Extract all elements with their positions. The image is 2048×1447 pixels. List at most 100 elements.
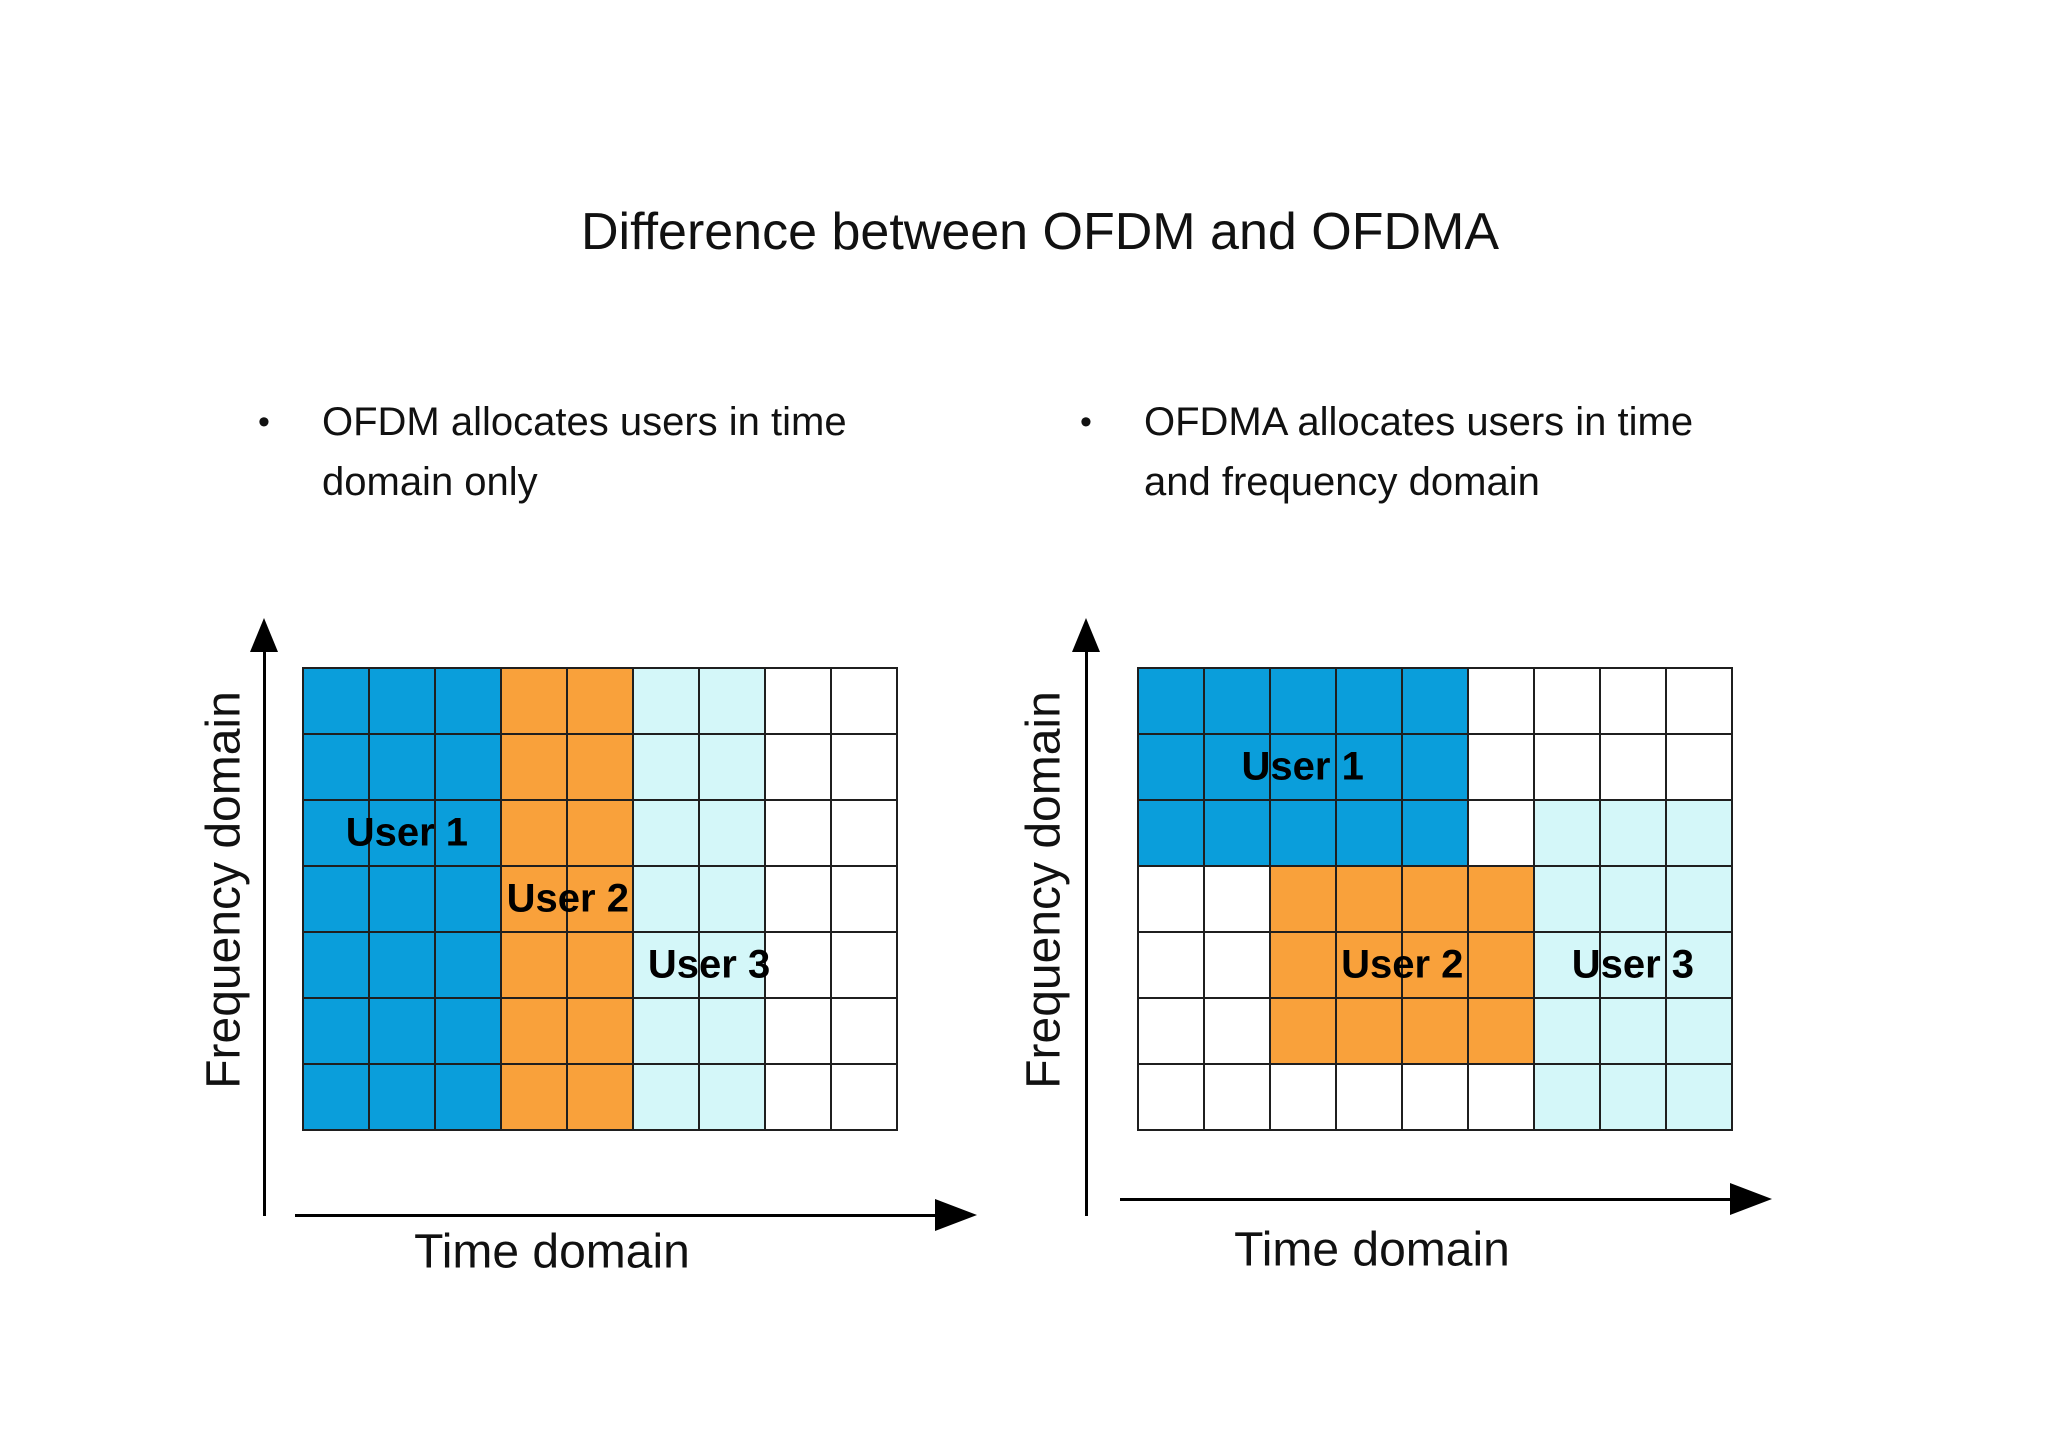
resource-cell bbox=[370, 735, 434, 799]
resource-cell bbox=[1601, 669, 1665, 733]
bullet-item-ofdma: • OFDMA allocates users in time and freq… bbox=[1080, 392, 1693, 512]
resource-cell bbox=[1139, 999, 1203, 1063]
resource-cell bbox=[1535, 933, 1599, 997]
ofdm-time-axis-label: Time domain bbox=[414, 1225, 690, 1279]
resource-cell bbox=[568, 735, 632, 799]
bullet-icon: • bbox=[1080, 403, 1092, 441]
resource-cell bbox=[766, 801, 830, 865]
resource-cell bbox=[634, 735, 698, 799]
resource-cell bbox=[502, 735, 566, 799]
resource-cell bbox=[1403, 933, 1467, 997]
resource-cell bbox=[502, 1065, 566, 1129]
resource-cell bbox=[436, 933, 500, 997]
resource-cell bbox=[1403, 735, 1467, 799]
resource-cell bbox=[304, 933, 368, 997]
resource-cell bbox=[568, 999, 632, 1063]
resource-cell bbox=[1271, 867, 1335, 931]
ofdma-time-axis-line bbox=[1120, 1198, 1730, 1201]
resource-cell bbox=[1337, 1065, 1401, 1129]
resource-cell bbox=[1535, 801, 1599, 865]
resource-cell bbox=[1205, 933, 1269, 997]
resource-cell bbox=[370, 801, 434, 865]
resource-cell bbox=[832, 669, 896, 733]
resource-cell bbox=[1601, 999, 1665, 1063]
resource-cell bbox=[1403, 801, 1467, 865]
resource-cell bbox=[304, 867, 368, 931]
resource-cell bbox=[370, 1065, 434, 1129]
resource-cell bbox=[304, 1065, 368, 1129]
bullet-item-ofdm: • OFDM allocates users in time domain on… bbox=[258, 392, 847, 512]
resource-cell bbox=[1337, 801, 1401, 865]
resource-cell bbox=[1271, 999, 1335, 1063]
resource-cell bbox=[832, 735, 896, 799]
resource-cell bbox=[370, 867, 434, 931]
resource-cell bbox=[1205, 735, 1269, 799]
resource-cell bbox=[568, 1065, 632, 1129]
ofdm-time-axis-line bbox=[295, 1214, 935, 1217]
resource-cell bbox=[1337, 735, 1401, 799]
resource-cell bbox=[634, 1065, 698, 1129]
resource-cell bbox=[766, 669, 830, 733]
ofdma-frequency-axis-label: Frequency domain bbox=[1017, 691, 1071, 1089]
resource-cell bbox=[1667, 933, 1731, 997]
resource-cell bbox=[832, 867, 896, 931]
ofdm-frequency-axis-line bbox=[263, 648, 266, 1216]
ofdma-frequency-axis-line bbox=[1085, 648, 1088, 1216]
resource-cell bbox=[304, 999, 368, 1063]
resource-cell bbox=[766, 735, 830, 799]
resource-cell bbox=[700, 999, 764, 1063]
resource-cell bbox=[1469, 669, 1533, 733]
resource-cell bbox=[1403, 999, 1467, 1063]
resource-cell bbox=[1337, 999, 1401, 1063]
page-title: Difference between OFDM and OFDMA bbox=[580, 203, 1500, 261]
resource-cell bbox=[370, 669, 434, 733]
ofdm-frequency-axis-arrow-icon bbox=[250, 618, 278, 652]
resource-cell bbox=[1535, 669, 1599, 733]
resource-cell bbox=[832, 1065, 896, 1129]
resource-cell bbox=[568, 801, 632, 865]
resource-cell bbox=[766, 867, 830, 931]
resource-cell bbox=[1469, 867, 1533, 931]
resource-cell bbox=[1667, 735, 1731, 799]
resource-cell bbox=[700, 801, 764, 865]
resource-cell bbox=[436, 1065, 500, 1129]
resource-cell bbox=[1139, 669, 1203, 733]
resource-cell bbox=[1667, 801, 1731, 865]
resource-cell bbox=[832, 801, 896, 865]
bullet-icon: • bbox=[258, 403, 270, 441]
resource-cell bbox=[766, 933, 830, 997]
resource-cell bbox=[634, 801, 698, 865]
resource-cell bbox=[1403, 669, 1467, 733]
ofdm-frequency-axis-label: Frequency domain bbox=[197, 691, 251, 1089]
resource-cell bbox=[1667, 999, 1731, 1063]
resource-cell bbox=[1535, 735, 1599, 799]
resource-cell bbox=[1535, 1065, 1599, 1129]
resource-cell bbox=[502, 801, 566, 865]
resource-cell bbox=[1139, 735, 1203, 799]
resource-cell bbox=[1469, 933, 1533, 997]
resource-cell bbox=[1205, 999, 1269, 1063]
resource-cell bbox=[370, 933, 434, 997]
resource-cell bbox=[1601, 1065, 1665, 1129]
resource-cell bbox=[634, 933, 698, 997]
resource-cell bbox=[634, 999, 698, 1063]
resource-cell bbox=[436, 867, 500, 931]
resource-cell bbox=[1601, 867, 1665, 931]
resource-cell bbox=[1139, 1065, 1203, 1129]
resource-cell bbox=[700, 1065, 764, 1129]
resource-cell bbox=[1469, 801, 1533, 865]
resource-cell bbox=[1205, 867, 1269, 931]
resource-cell bbox=[304, 735, 368, 799]
resource-cell bbox=[568, 669, 632, 733]
resource-cell bbox=[1337, 867, 1401, 931]
resource-cell bbox=[436, 735, 500, 799]
ofdma-time-axis-arrow-icon bbox=[1730, 1183, 1772, 1215]
resource-cell bbox=[436, 669, 500, 733]
bullet-text-ofdma: OFDMA allocates users in time and freque… bbox=[1144, 400, 1694, 504]
resource-cell bbox=[1601, 801, 1665, 865]
resource-cell bbox=[766, 999, 830, 1063]
resource-cell bbox=[832, 999, 896, 1063]
